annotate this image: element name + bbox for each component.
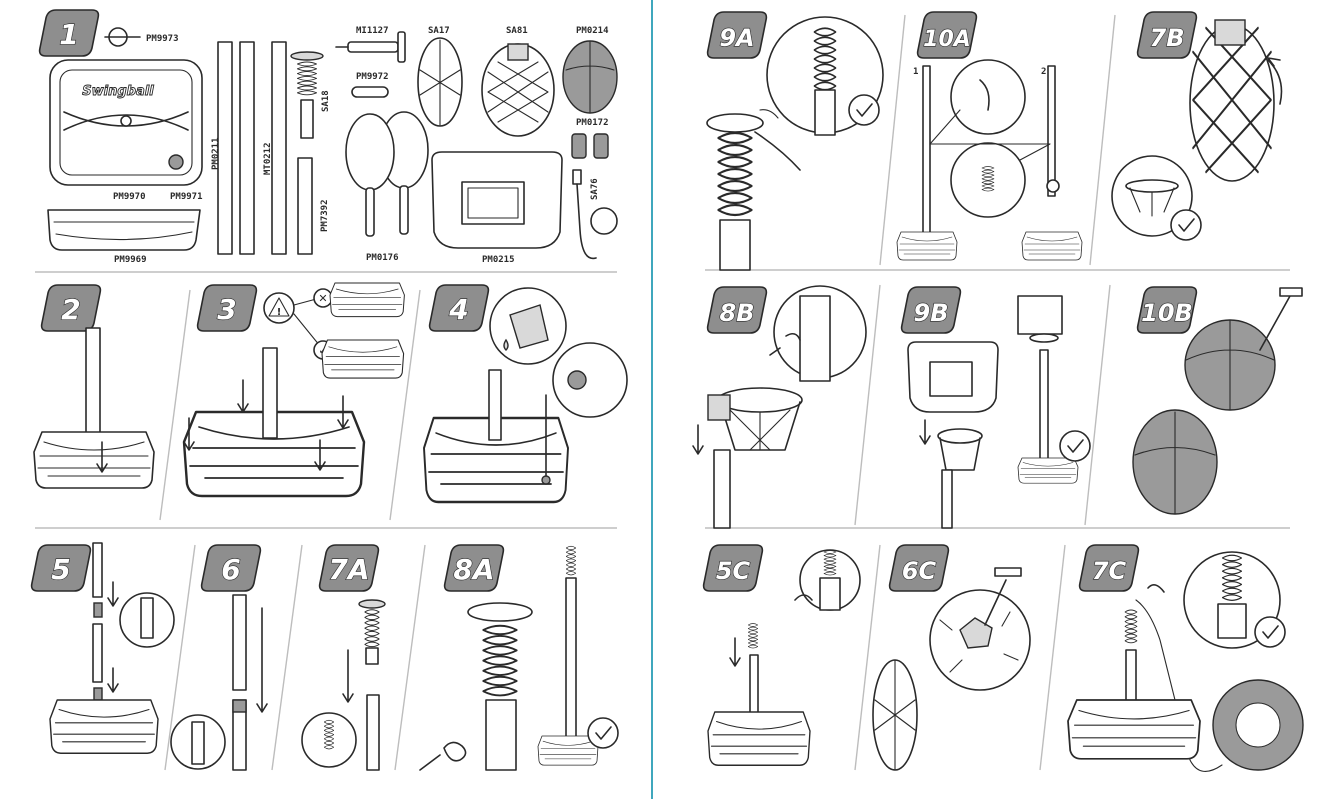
svg-text:4: 4 (448, 293, 468, 326)
cap-callout (552, 342, 628, 418)
pole-2 (239, 41, 255, 255)
step-5: 5 (30, 542, 175, 754)
svg-text:2: 2 (61, 293, 80, 326)
step-10a: 10A 1 2 (896, 11, 1083, 261)
brand-logo: Swingball (82, 84, 154, 99)
svg-text:7C: 7C (1092, 557, 1127, 585)
step-8b: 8B (692, 285, 867, 529)
part-pm0214-ball: PM0214 (562, 26, 618, 114)
svg-text:PM0215: PM0215 (482, 255, 515, 265)
step-badge: 10A (916, 11, 978, 59)
svg-text:8B: 8B (720, 299, 755, 327)
part-pm0176-rackets: PM0176 (345, 111, 429, 263)
step-badge: 8A (443, 544, 505, 592)
svg-text:PM0176: PM0176 (366, 253, 399, 263)
step-badge: 7A (318, 544, 380, 592)
step-9b: 9B (900, 286, 1091, 529)
step-9a: 9A (706, 11, 884, 271)
step-badge: 10B (1136, 286, 1198, 334)
pole-1 (217, 41, 233, 255)
part-sa76: SA76 (572, 169, 618, 260)
svg-text:PM0172: PM0172 (576, 118, 609, 128)
step-1: 1 PM9973 Swingball PM9970 PM9971 PM9969 (38, 9, 618, 265)
step-badge: 4 (428, 284, 490, 332)
svg-text:6C: 6C (902, 557, 937, 585)
svg-text:SA76: SA76 (590, 178, 600, 200)
step-badge: 9B (900, 286, 962, 334)
part-pm9969-tray (47, 209, 201, 251)
svg-text:10B: 10B (1141, 299, 1193, 327)
step-10b: 10B (1132, 286, 1303, 515)
svg-text:✕: ✕ (318, 292, 327, 305)
svg-text:7A: 7A (328, 553, 369, 586)
part-sa17-ball: SA17 (417, 26, 463, 127)
part-pm0215-backboard: PM0215 (431, 151, 563, 265)
svg-text:5: 5 (51, 553, 70, 586)
svg-text:10A: 10A (923, 27, 971, 52)
svg-text:9B: 9B (914, 299, 949, 327)
svg-text:SA81: SA81 (506, 26, 528, 36)
step-badge: 2 (40, 284, 102, 332)
svg-text:PM9973: PM9973 (146, 34, 179, 44)
svg-text:MI1127: MI1127 (356, 26, 389, 36)
step-badge: 5 (30, 544, 92, 592)
step-6: 6 (170, 544, 268, 771)
step-badge: 9A (706, 11, 768, 59)
svg-text:8A: 8A (453, 553, 494, 586)
step-3: 3 ! ✕ ✓ (182, 282, 405, 498)
svg-text:!: ! (277, 307, 282, 318)
label-pm9970: PM9970 (113, 192, 146, 202)
svg-text:1: 1 (59, 18, 78, 51)
step-2: 2 (33, 284, 155, 489)
step-8a: 8A (419, 544, 619, 771)
part-pm9970-lid: Swingball (49, 59, 203, 186)
part-sa18: SA18 (290, 51, 331, 139)
svg-text:7B: 7B (1150, 24, 1185, 52)
part-pm0172: PM0172 (571, 118, 609, 159)
step-6c: 6C (872, 544, 1031, 771)
svg-text:5C: 5C (716, 557, 751, 585)
step-badge: 7B (1136, 11, 1198, 59)
svg-text:PM0214: PM0214 (576, 26, 609, 36)
step-7c: 7C (1067, 544, 1304, 772)
svg-text:PM9972: PM9972 (356, 72, 389, 82)
part-pm9973: PM9973 (104, 27, 179, 47)
part-mi1127-pump: MI1127 (335, 26, 406, 63)
pole-number-2: 2 (1041, 67, 1046, 77)
step-badge: 5C (702, 544, 764, 592)
step-4: 4 (422, 284, 628, 504)
part-pm7392 (297, 157, 313, 255)
label-pm9971: PM9971 (170, 192, 203, 202)
cross-icon: ✕ (313, 288, 333, 308)
part-pm9972: PM9972 (351, 72, 389, 98)
step-badge: 3 (196, 284, 258, 332)
label-pm7392: PM7392 (320, 199, 330, 232)
svg-text:9A: 9A (719, 24, 754, 52)
step-badge: 6 (200, 544, 262, 592)
label-pm9969: PM9969 (114, 255, 147, 265)
pole-3 (271, 41, 287, 255)
pole-number-1: 1 (913, 67, 918, 77)
label-pm0211: PM0211 (211, 137, 221, 170)
step-badge: 6C (888, 544, 950, 592)
svg-text:6: 6 (221, 553, 240, 586)
svg-text:3: 3 (217, 293, 236, 326)
svg-text:SA17: SA17 (428, 26, 450, 36)
step-7b: 7B (1111, 11, 1283, 241)
step-7a: 7A (301, 544, 386, 771)
step-badge: 1 (38, 9, 100, 57)
step-5c: 5C (702, 544, 861, 766)
warning-icon: ! (263, 292, 295, 324)
svg-text:SA18: SA18 (321, 90, 331, 112)
label-mt0212: MT0212 (263, 142, 273, 175)
step-badge: 7C (1078, 544, 1140, 592)
step-badge: 8B (706, 286, 768, 334)
part-sa81-netball: SA81 (481, 26, 555, 137)
